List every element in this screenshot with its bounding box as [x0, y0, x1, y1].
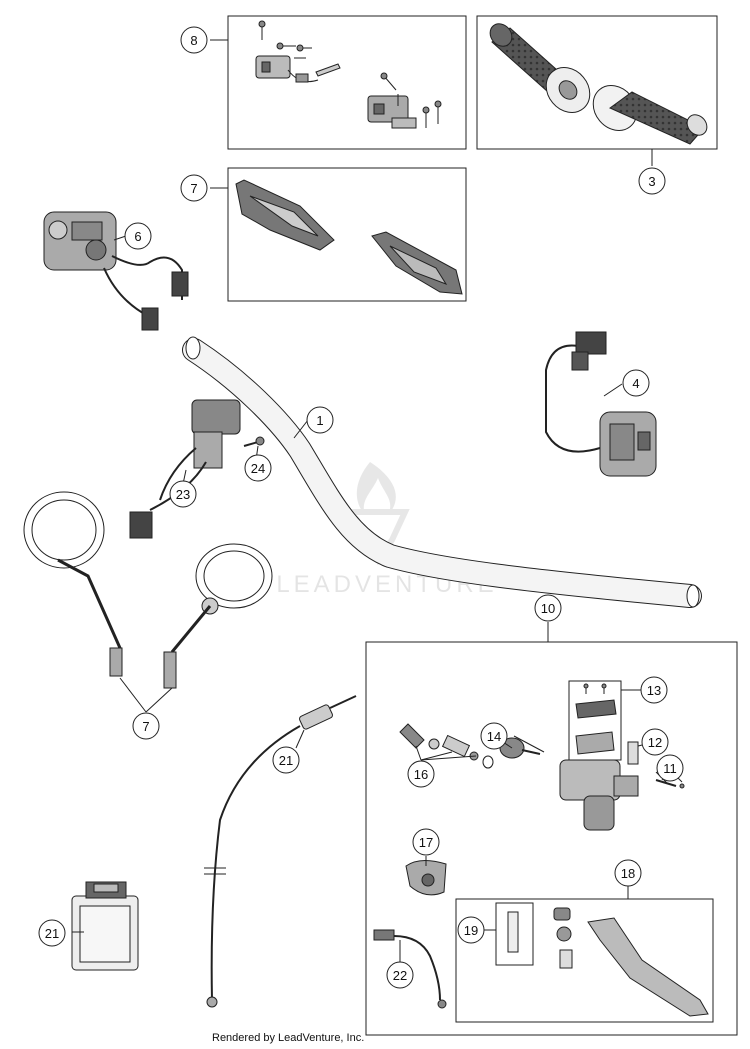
svg-text:4: 4 — [632, 376, 639, 391]
callout-24[interactable]: 24 — [244, 454, 272, 482]
svg-text:7: 7 — [190, 181, 197, 196]
callout-17[interactable]: 17 — [412, 828, 440, 856]
part-12-pin — [627, 741, 639, 765]
svg-text:6: 6 — [134, 229, 141, 244]
svg-text:11: 11 — [663, 761, 677, 776]
callout-9[interactable]: 8 — [180, 26, 208, 54]
callout-18[interactable]: 18 — [614, 859, 642, 887]
part-7-mirrors — [23, 491, 273, 689]
part-24-screw — [243, 436, 265, 447]
svg-text:1: 1 — [316, 413, 323, 428]
svg-text:3: 3 — [648, 174, 655, 189]
callout-19[interactable]: 19 — [457, 916, 485, 944]
svg-text:18: 18 — [621, 866, 635, 881]
callout-1[interactable]: 1 — [306, 406, 334, 434]
svg-text:14: 14 — [487, 729, 501, 744]
part-13-reservoir-cover — [575, 683, 617, 755]
brake-master-cylinder — [559, 759, 669, 831]
part-18-brake-lever — [507, 907, 709, 1017]
box-3 — [476, 15, 718, 150]
box-10 — [365, 641, 738, 1036]
svg-text:13: 13 — [647, 683, 661, 698]
callout-7[interactable]: 7 — [132, 712, 160, 740]
callout-12[interactable]: 12 — [641, 728, 669, 756]
callout-23[interactable]: 23 — [169, 480, 197, 508]
part-6-left-switch — [43, 211, 189, 331]
render-credit: Rendered by LeadVenture, Inc. — [212, 1032, 365, 1044]
callout-14[interactable]: 14 — [480, 722, 508, 750]
callout-3[interactable]: 3 — [638, 167, 666, 195]
svg-text:17: 17 — [419, 835, 433, 850]
svg-text:10: 10 — [541, 601, 555, 616]
svg-text:24: 24 — [251, 461, 265, 476]
part-22-brake-switch — [373, 929, 447, 1009]
box-8 — [227, 167, 467, 302]
svg-text:23: 23 — [176, 487, 190, 502]
svg-text:7: 7 — [142, 719, 149, 734]
callout-8[interactable]: 7 — [180, 174, 208, 202]
svg-text:12: 12 — [648, 735, 662, 750]
svg-text:8: 8 — [190, 33, 197, 48]
svg-text:19: 19 — [464, 923, 478, 938]
box-9 — [227, 15, 467, 150]
callout-10[interactable]: 10 — [534, 594, 562, 622]
part-9-switch-kit — [255, 20, 442, 129]
part-11-bolt — [655, 779, 685, 789]
box-18 — [455, 898, 714, 1023]
callout-6[interactable]: 6 — [124, 222, 152, 250]
part-1-handlebar — [182, 336, 702, 608]
part-23-switch — [129, 399, 241, 539]
part-20-throttle-cable — [204, 695, 357, 1008]
part-4-right-switch — [545, 331, 657, 477]
callout-4[interactable]: 4 — [622, 369, 650, 397]
callout-22[interactable]: 22 — [386, 961, 414, 989]
callout-11[interactable]: 11 — [656, 754, 684, 782]
callout-21[interactable]: 21 — [38, 919, 66, 947]
part-3-grips — [489, 23, 708, 145]
svg-text:21: 21 — [45, 926, 59, 941]
svg-text:22: 22 — [393, 968, 407, 983]
callout-20[interactable]: 21 — [272, 746, 300, 774]
part-17-clamp — [405, 860, 447, 896]
part-21-brake-fluid — [71, 881, 139, 971]
svg-text:21: 21 — [279, 753, 293, 768]
part-16-piston-set — [399, 723, 494, 769]
part-8-hand-guards — [235, 179, 463, 295]
box-19 — [495, 902, 534, 966]
svg-text:16: 16 — [414, 767, 428, 782]
callout-16[interactable]: 16 — [407, 760, 435, 788]
callout-13[interactable]: 13 — [640, 676, 668, 704]
